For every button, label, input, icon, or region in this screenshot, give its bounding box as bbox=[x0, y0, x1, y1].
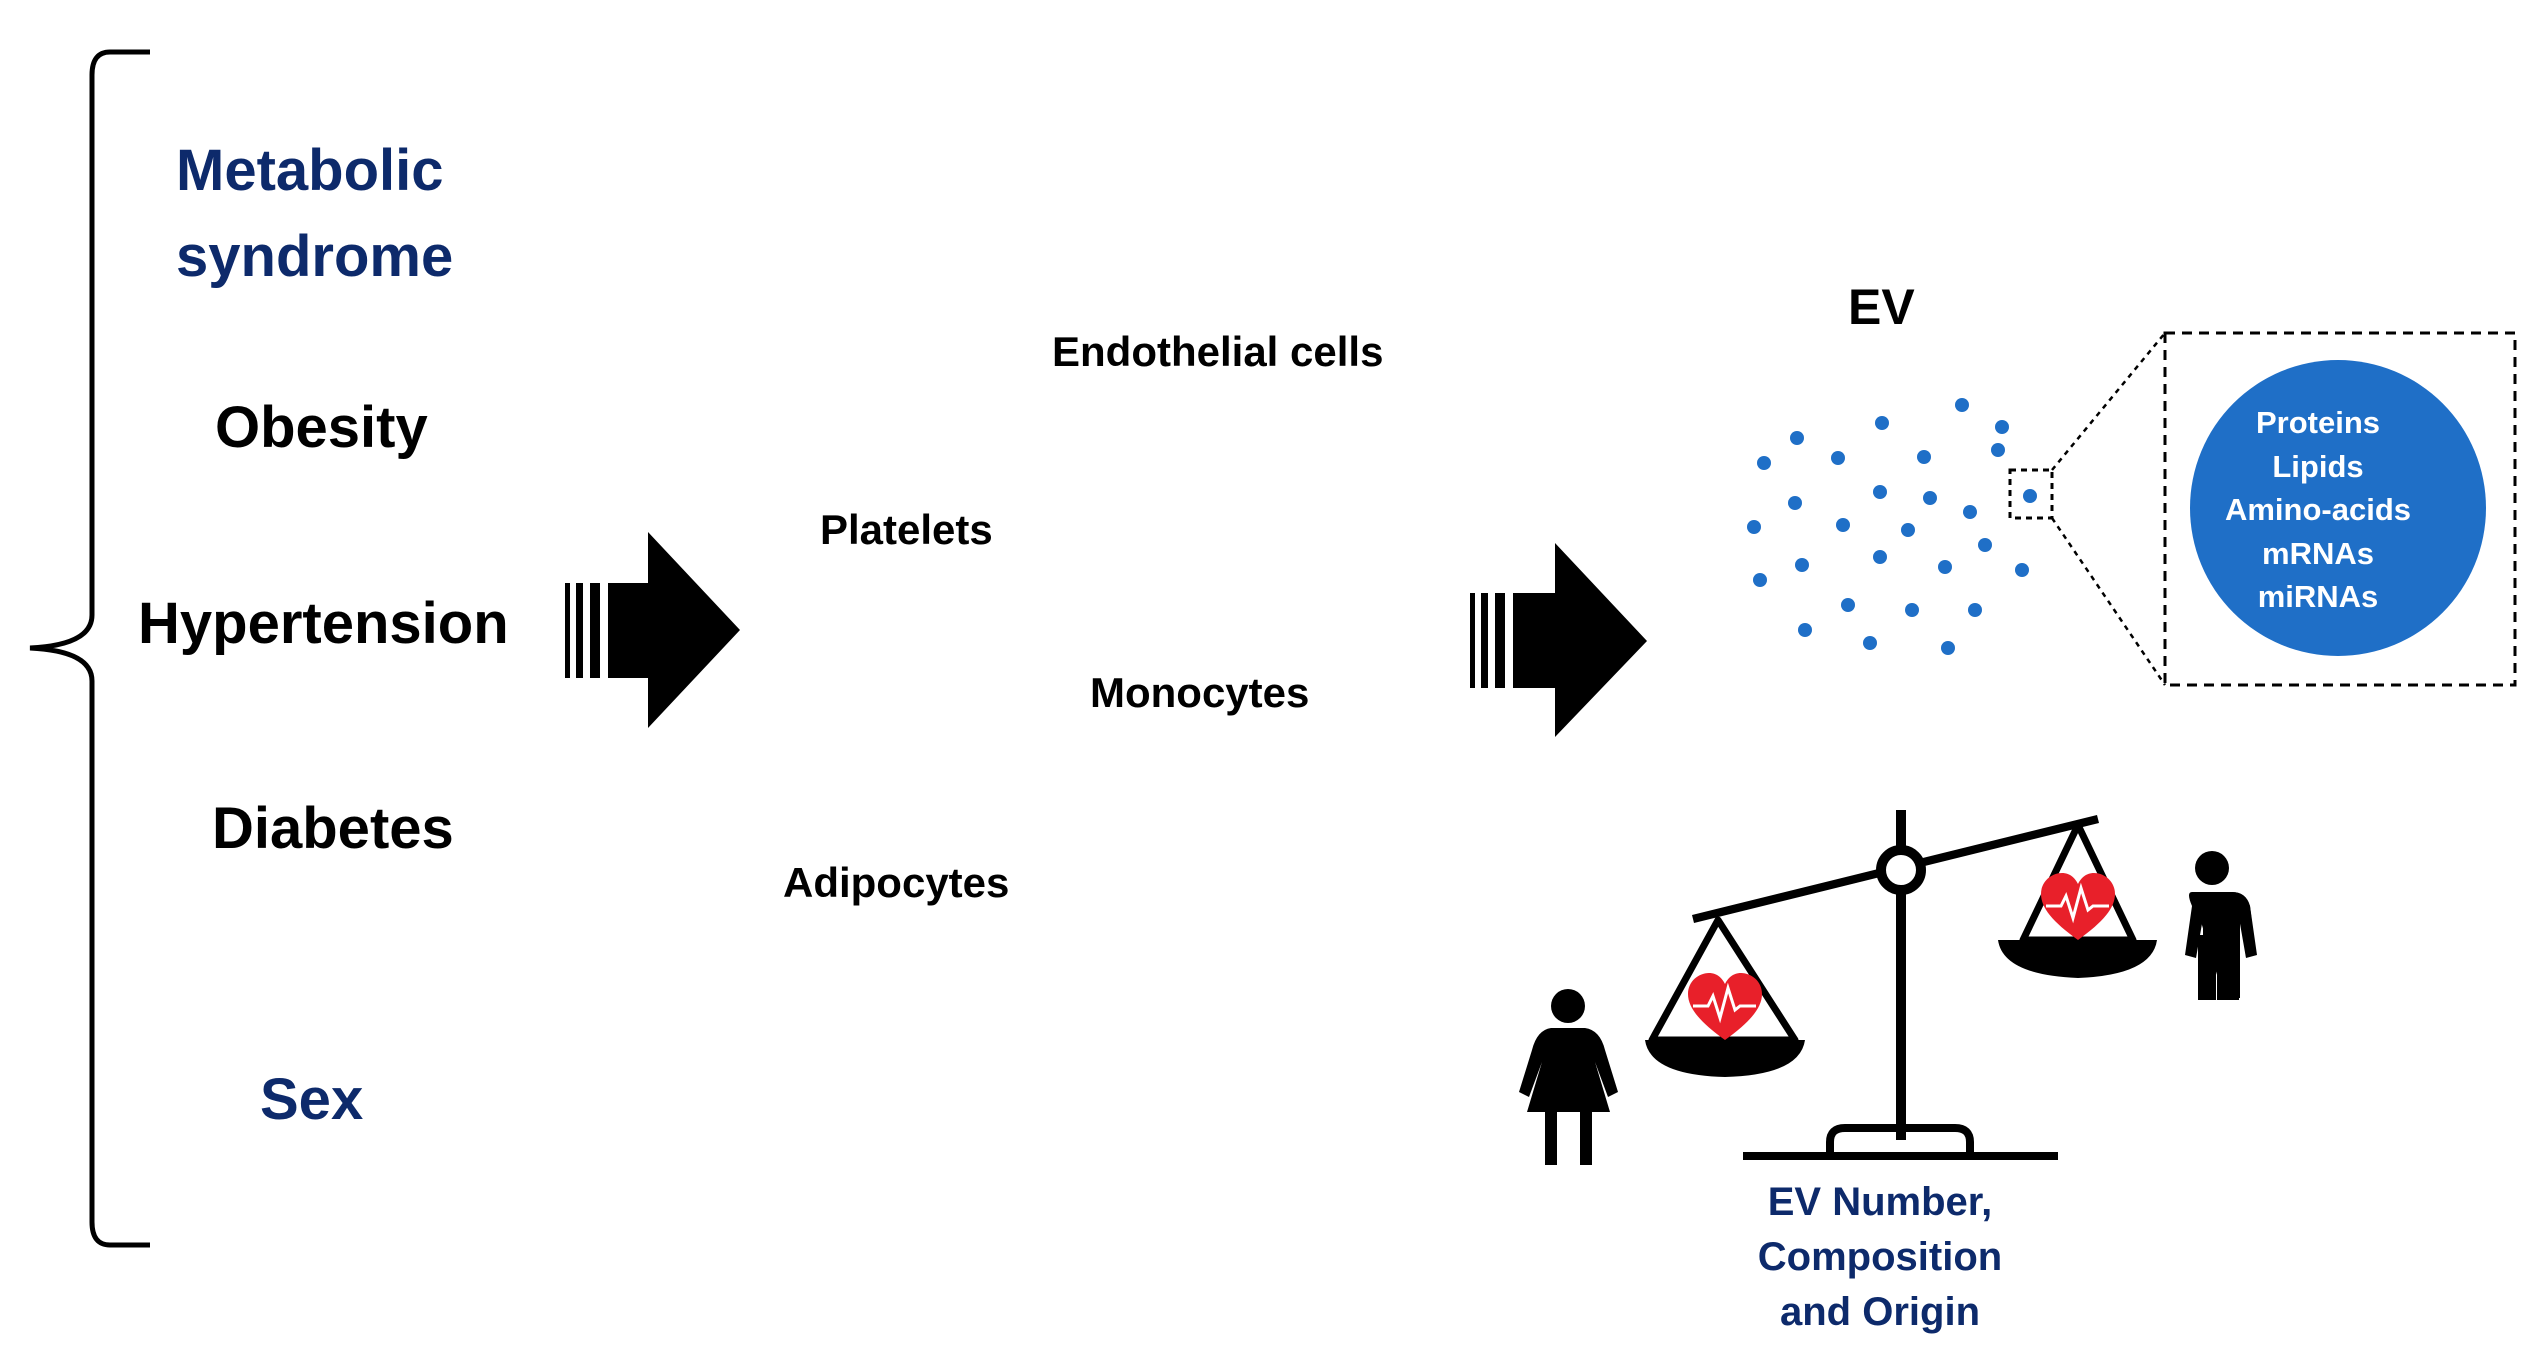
ev-particle bbox=[1875, 416, 1889, 430]
metabolic-syndrome-line2: syndrome bbox=[176, 223, 454, 289]
ev-particle bbox=[1753, 573, 1767, 587]
diabetes-label: Diabetes bbox=[212, 796, 454, 861]
ev-particle bbox=[1795, 558, 1809, 572]
ev-particle bbox=[1873, 550, 1887, 564]
metabolic-syndrome-label: Metabolic syndrome bbox=[176, 128, 453, 300]
arrow-right-2 bbox=[1470, 543, 1647, 737]
ev-particle bbox=[1955, 398, 1969, 412]
ev-label: EV bbox=[1848, 279, 1915, 335]
ev-particle bbox=[1873, 485, 1887, 499]
ev-particles bbox=[1747, 398, 2037, 655]
zoom-connector-bottom bbox=[2050, 517, 2167, 686]
ev-particle bbox=[1963, 505, 1977, 519]
cargo-amino-acids: Amino-acids bbox=[2224, 492, 2412, 528]
ev-number-caption: EV Number, Composition and Origin bbox=[1650, 1175, 2110, 1341]
ev-particle bbox=[1917, 450, 1931, 464]
ev-particle bbox=[1798, 623, 1812, 637]
ev-particle bbox=[1923, 491, 1937, 505]
ev-particle bbox=[2015, 563, 2029, 577]
curly-brace bbox=[29, 49, 150, 1248]
obesity-label: Obesity bbox=[215, 395, 428, 460]
zoom-connector-top bbox=[2051, 332, 2166, 471]
man-icon bbox=[2185, 851, 2257, 1000]
sex-label: Sex bbox=[260, 1067, 364, 1132]
ev-cargo-circle bbox=[2190, 360, 2486, 656]
ev-particle bbox=[1901, 523, 1915, 537]
ev-particle bbox=[1747, 520, 1761, 534]
monocytes-label: Monocytes bbox=[1090, 669, 1310, 716]
platelets-label: Platelets bbox=[820, 506, 993, 553]
ev-particle bbox=[1978, 538, 1992, 552]
cargo-lipids: Lipids bbox=[2272, 448, 2364, 484]
ev-particle bbox=[1790, 431, 1804, 445]
ev-cargo-list: Proteins Lipids Amino-acids mRNAs miRNAs bbox=[2178, 360, 2458, 660]
ev-particle bbox=[1831, 451, 1845, 465]
caption-line1: EV Number, bbox=[1767, 1180, 1993, 1224]
endothelial-cells-label: Endothelial cells bbox=[1052, 328, 1384, 375]
ev-particle bbox=[1968, 603, 1982, 617]
zoom-small-box bbox=[2008, 468, 2054, 520]
cargo-mrnas: mRNAs bbox=[2262, 535, 2374, 571]
zoom-large-box bbox=[2163, 331, 2517, 687]
adipocytes-label: Adipocytes bbox=[783, 859, 1010, 906]
heart-icon-right bbox=[2041, 873, 2115, 940]
ev-particle bbox=[2023, 489, 2037, 503]
cargo-mirnas: miRNAs bbox=[2257, 579, 2379, 615]
hypertension-label: Hypertension bbox=[138, 591, 509, 656]
ev-particle bbox=[1841, 598, 1855, 612]
ev-particle bbox=[1995, 420, 2009, 434]
ev-particle bbox=[1757, 456, 1771, 470]
caption-line3: and Origin bbox=[1780, 1290, 1980, 1335]
caption-line2: Composition bbox=[1757, 1235, 2003, 1280]
ev-particle bbox=[1938, 560, 1952, 574]
ev-particle bbox=[1941, 641, 1955, 655]
heart-icon-left bbox=[1688, 973, 1762, 1040]
metabolic-syndrome-line1: Metabolic bbox=[176, 138, 444, 203]
ev-particle bbox=[1905, 603, 1919, 617]
woman-icon bbox=[1519, 989, 1618, 1165]
ev-particle bbox=[1863, 636, 1877, 650]
cargo-proteins: Proteins bbox=[2255, 404, 2381, 440]
ev-particle bbox=[1991, 443, 2005, 457]
arrow-right-1 bbox=[565, 532, 740, 728]
ev-particle bbox=[1836, 518, 1850, 532]
ev-particle bbox=[1788, 496, 1802, 510]
